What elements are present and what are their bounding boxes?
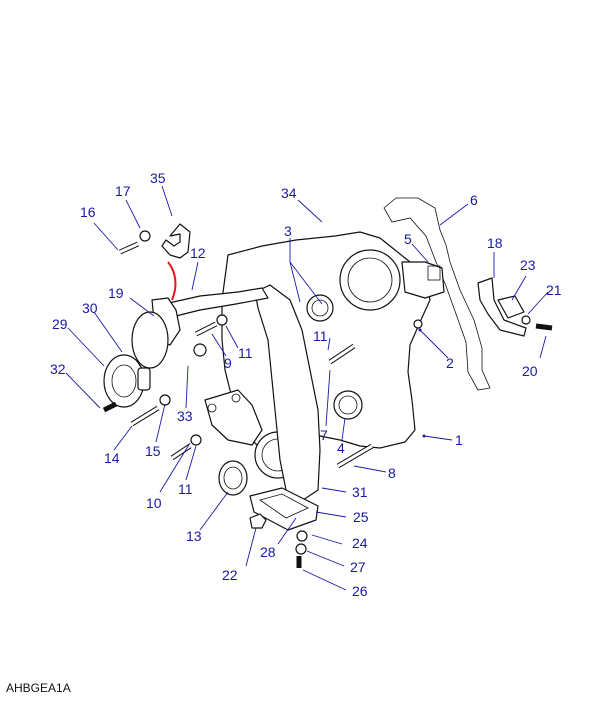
- callout-2: 2: [446, 355, 454, 371]
- callout-8: 8: [388, 465, 396, 481]
- callout-32: 32: [50, 361, 66, 377]
- callout-20: 20: [522, 363, 538, 379]
- callout-labels: 1 2 3 4 5 6 7 8 9 10 11 11 11 12 13 14 1…: [50, 170, 562, 599]
- highlighted-hose: [167, 261, 177, 301]
- callout-4: 4: [337, 440, 345, 456]
- cover-gasket: [383, 197, 491, 391]
- callout-23: 23: [520, 257, 536, 273]
- callout-17: 17: [115, 183, 131, 199]
- callout-3: 3: [284, 223, 292, 239]
- front-cover-rib: [254, 284, 321, 503]
- callout-25: 25: [353, 509, 369, 525]
- callout-19: 19: [108, 285, 124, 301]
- callout-28: 28: [260, 544, 276, 560]
- callout-27: 27: [350, 559, 366, 575]
- callout-11c: 11: [313, 328, 328, 344]
- callout-11b: 11: [178, 481, 193, 497]
- pump-housing-bore: [339, 249, 401, 311]
- callout-16: 16: [80, 204, 96, 220]
- mounting-bracket: [477, 277, 527, 337]
- lower-seal: [333, 390, 363, 420]
- line-art: [102, 197, 553, 568]
- callout-10: 10: [146, 495, 162, 511]
- callout-5: 5: [404, 231, 412, 247]
- callout-14: 14: [104, 450, 120, 466]
- callout-7: 7: [320, 427, 328, 443]
- idler-pulley-backplate: [131, 311, 169, 369]
- crank-oil-seal: [218, 460, 248, 496]
- callout-22: 22: [222, 567, 238, 583]
- callout-13: 13: [186, 528, 202, 544]
- sump-gasket: [259, 493, 309, 519]
- callout-18: 18: [487, 235, 503, 251]
- callout-33: 33: [177, 408, 193, 424]
- callout-29: 29: [52, 316, 68, 332]
- leader-lines: [65, 185, 549, 591]
- callout-26: 26: [352, 583, 368, 599]
- hose-clamp: [161, 223, 191, 259]
- bracket-plate: [497, 295, 525, 319]
- callout-11a: 11: [238, 345, 253, 361]
- callout-15: 15: [145, 443, 161, 459]
- callout-9: 9: [224, 355, 232, 371]
- callout-31: 31: [352, 484, 368, 500]
- bolts: [102, 212, 553, 568]
- callout-35: 35: [150, 170, 166, 186]
- callout-6: 6: [470, 192, 478, 208]
- outlet-flange: [401, 261, 445, 299]
- callout-12: 12: [190, 245, 206, 261]
- callout-21: 21: [546, 282, 562, 298]
- callout-24: 24: [352, 535, 368, 551]
- callout-1: 1: [455, 432, 463, 448]
- cam-seal: [306, 294, 334, 322]
- callout-34: 34: [281, 185, 297, 201]
- diagram-reference-code: AHBGEA1A: [6, 681, 71, 695]
- oil-pump-housing: [204, 389, 263, 446]
- callout-30: 30: [82, 300, 98, 316]
